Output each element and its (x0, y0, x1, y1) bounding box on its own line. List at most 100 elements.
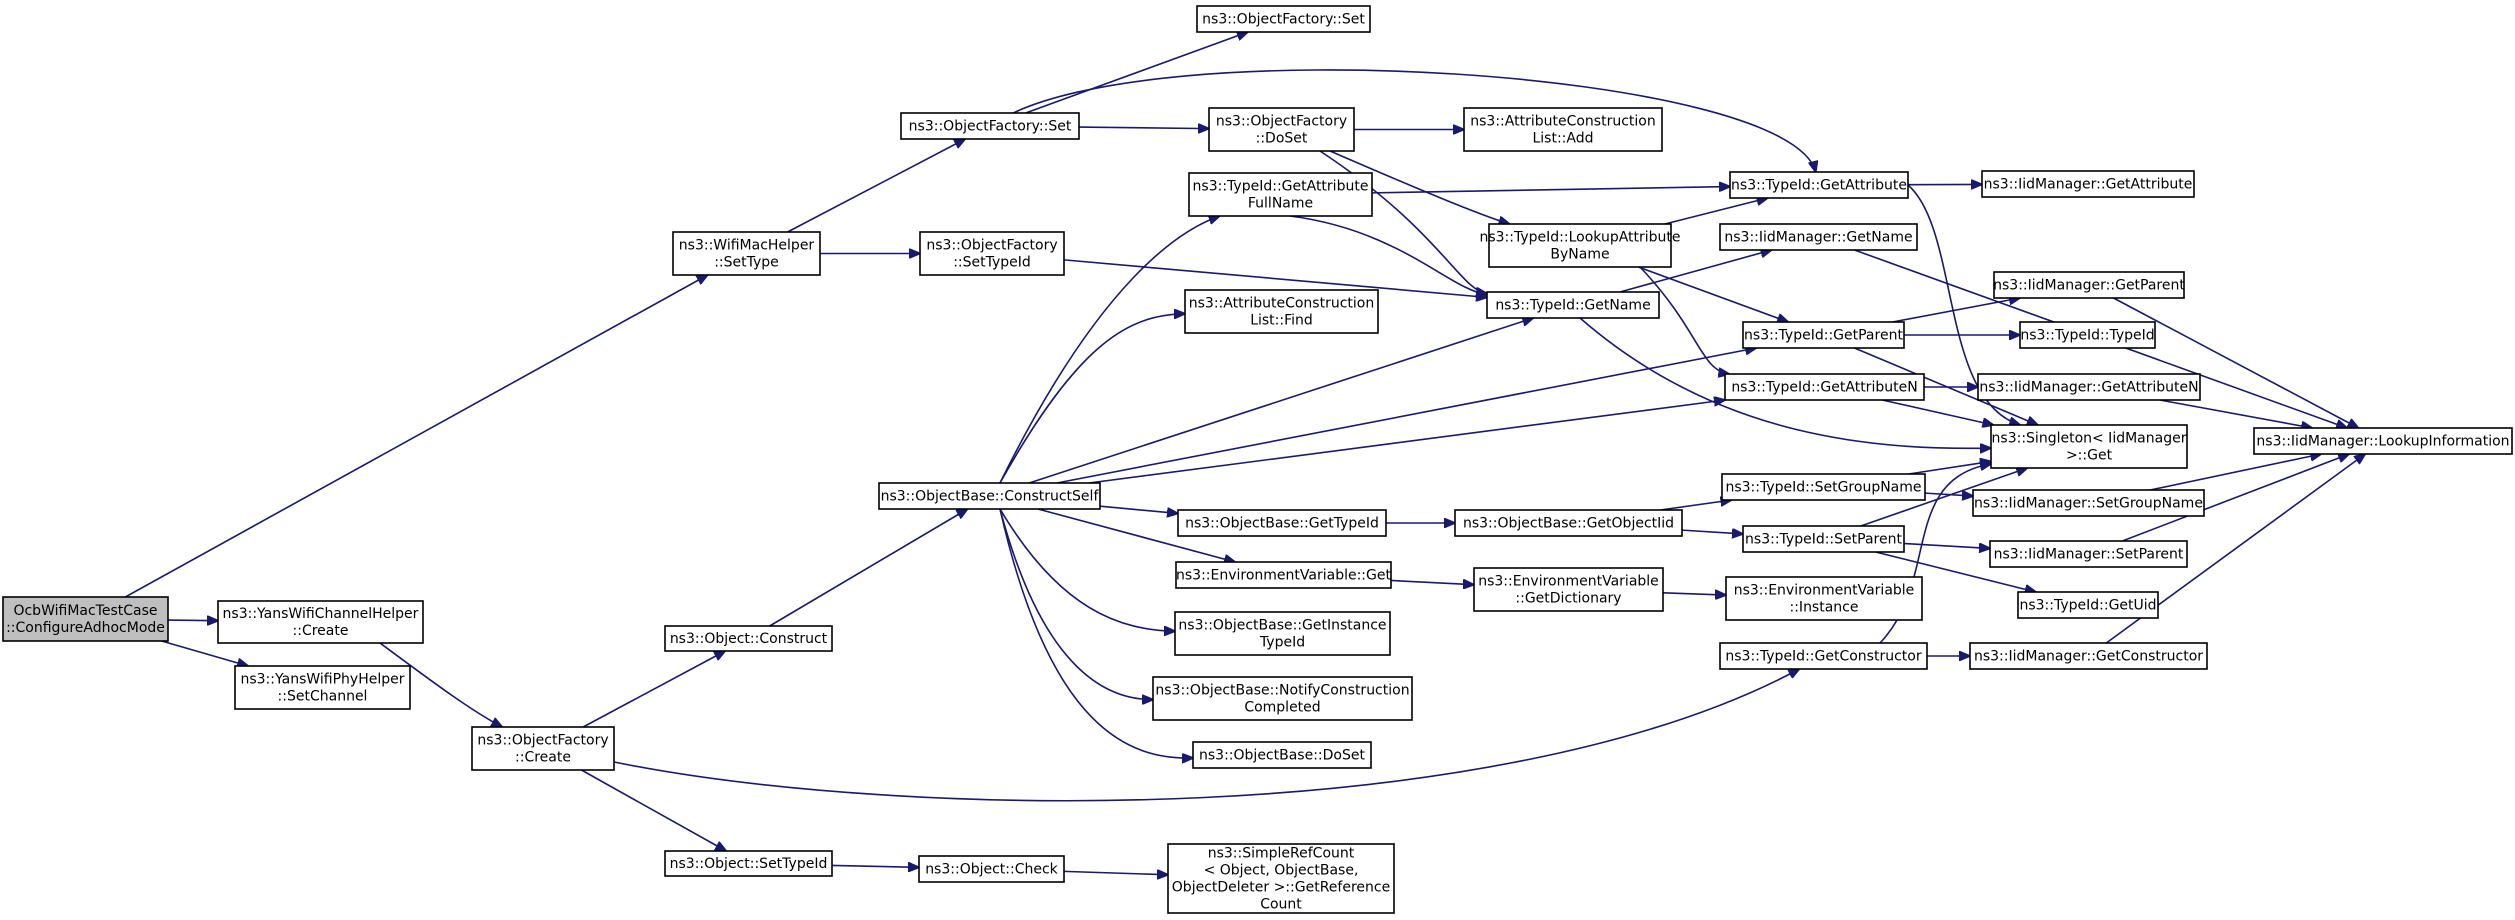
node-label-line: ns3::TypeId::SetGroupName (1725, 480, 1921, 496)
node-label-line: TypeId (1259, 635, 1305, 651)
edge-ob_constructself-to-tid_getparent (1056, 348, 1756, 484)
node-label-line: ns3::IidManager::SetGroupName (1974, 496, 2203, 512)
edge-root-to-ywch_create (167, 620, 218, 621)
edge-tid_getparent-to-iidm_getparent (1892, 298, 2020, 323)
node-iidm-setgroupname[interactable]: ns3::IidManager::SetGroupName (1972, 489, 2205, 517)
node-label-line: ::SetChannel (278, 689, 368, 705)
edge-ob_constructself-to-tid_getname (1028, 318, 1533, 484)
node-box (1729, 171, 1909, 199)
node-src-getrefcount[interactable]: ns3::SimpleRefCount< Object, ObjectBase,… (1167, 843, 1395, 914)
node-label-line: ns3::TypeId::LookupAttribute (1479, 230, 1680, 246)
node-obj-construct[interactable]: ns3::Object::Construct (664, 625, 833, 652)
node-label-line: ns3::IidManager::LookupInformation (2256, 434, 2509, 450)
edge-tid_setparent-to-tid_getuid (1875, 551, 2036, 592)
node-label-line: ::ConfigureAdhocMode (6, 620, 165, 636)
node-label-line: ns3::EnvironmentVariable (1478, 574, 1659, 590)
edge-root-to-ywph_setchannel (161, 640, 248, 666)
edge-of_set-to-of_doset (1078, 127, 1209, 129)
node-label-line: ns3::ObjectBase::GetObjectIid (1463, 516, 1674, 532)
node-tid-setparent[interactable]: ns3::TypeId::SetParent (1742, 525, 1905, 553)
node-label-line: ns3::IidManager::SetParent (1994, 547, 2184, 563)
edge-tid_getattrfullname-to-tid_getattribute (1371, 187, 1730, 194)
node-label-line: ns3::Object::SetTypeId (670, 856, 828, 872)
node-iidm-getattributen[interactable]: ns3::IidManager::GetAttributeN (1977, 373, 2201, 401)
node-box (1989, 540, 2188, 568)
node-ywch-create[interactable]: ns3::YansWifiChannelHelper::Create (217, 600, 424, 644)
node-label-line: ns3::ObjectBase::GetInstance (1178, 618, 1386, 634)
node-iidm-lookupinformation[interactable]: ns3::IidManager::LookupInformation (2253, 427, 2513, 455)
node-iidm-getattribute[interactable]: ns3::IidManager::GetAttribute (1981, 170, 2195, 198)
node-box (1742, 321, 1905, 349)
node-ob-notifyconstruction[interactable]: ns3::ObjectBase::NotifyConstructionCompl… (1152, 676, 1413, 721)
node-label-line: ns3::IidManager::GetAttributeN (1979, 380, 2198, 396)
edge-tid_lookupattrbyname-to-tid_getattributen (1639, 266, 1729, 374)
node-tid-typeid[interactable]: ns3::TypeId::TypeId (2019, 321, 2156, 349)
node-iidm-getparent[interactable]: ns3::IidManager::GetParent (1993, 271, 2185, 299)
node-iidm-getconstructor[interactable]: ns3::IidManager::GetConstructor (1969, 642, 2208, 670)
edge-of_doset-to-tid_lookupattrbyname (1329, 150, 1510, 224)
node-of-create[interactable]: ns3::ObjectFactory::Create (471, 726, 615, 771)
node-iidm-getname[interactable]: ns3::IidManager::GetName (1719, 223, 1918, 251)
node-ev-getdictionary[interactable]: ns3::EnvironmentVariable::GetDictionary (1473, 567, 1664, 612)
node-label-line: ns3::TypeId::GetAttribute (1731, 178, 1907, 194)
node-tid-getparent[interactable]: ns3::TypeId::GetParent (1742, 321, 1905, 349)
node-label-line: ns3::ObjectBase::DoSet (1199, 748, 1365, 764)
node-tid-getuid[interactable]: ns3::TypeId::GetUid (2017, 591, 2159, 619)
node-label-line: Count (1260, 897, 1302, 913)
node-ob-doset[interactable]: ns3::ObjectBase::DoSet (1192, 741, 1372, 769)
node-label-line: Completed (1244, 700, 1320, 716)
node-ob-getobjectiid[interactable]: ns3::ObjectBase::GetObjectIid (1454, 509, 1683, 537)
node-box (1196, 5, 1371, 33)
node-wmh-settype[interactable]: ns3::WifiMacHelper::SetType (672, 231, 821, 276)
node-tid-setgroupname[interactable]: ns3::TypeId::SetGroupName (1721, 473, 1926, 501)
edge-ob_constructself-to-tid_getattrfullname (999, 216, 1220, 484)
node-box (1208, 107, 1355, 152)
node-box (664, 850, 833, 877)
node-of-set[interactable]: ns3::ObjectFactory::Set (900, 112, 1080, 140)
node-label-line: ::SetTypeId (953, 255, 1031, 271)
node-box (1463, 107, 1663, 152)
node-obj-settypeid[interactable]: ns3::Object::SetTypeId (664, 850, 833, 877)
node-ev-instance[interactable]: ns3::EnvironmentVariable::Instance (1725, 576, 1923, 621)
node-tid-getattributen[interactable]: ns3::TypeId::GetAttributeN (1724, 373, 1925, 401)
node-box (1990, 424, 2188, 469)
edge-tid_getattribute-to-singleton_get (1907, 184, 2020, 425)
node-label-line: ns3::TypeId::GetAttribute (1193, 179, 1369, 195)
node-iidm-setparent[interactable]: ns3::IidManager::SetParent (1989, 540, 2188, 568)
node-tid-getattribute[interactable]: ns3::TypeId::GetAttribute (1729, 171, 1909, 199)
node-label-line: ns3::SimpleRefCount (1208, 846, 1355, 862)
node-label-line: ObjectDeleter >::GetReference (1172, 880, 1390, 896)
node-root[interactable]: OcbWifiMacTestCase::ConfigureAdhocMode (2, 596, 169, 642)
node-singleton-get[interactable]: ns3::Singleton< IidManager >::Get (1990, 424, 2188, 469)
node-of-doset[interactable]: ns3::ObjectFactory::DoSet (1208, 107, 1355, 152)
node-ob-gettypeid[interactable]: ns3::ObjectBase::GetTypeId (1177, 509, 1387, 537)
node-tid-getname[interactable]: ns3::TypeId::GetName (1486, 291, 1660, 319)
edge-ob_constructself-to-ob_gettypeid (1099, 505, 1178, 513)
edge-tid_getname-to-iidm_getname (1619, 250, 1772, 293)
node-box (1721, 473, 1926, 501)
node-ev-get[interactable]: ns3::EnvironmentVariable::Get (1175, 561, 1392, 589)
edge-ob_constructself-to-ob_notifyconstruction (999, 508, 1153, 700)
node-box (2, 596, 169, 642)
node-of-settypeid[interactable]: ns3::ObjectFactory::SetTypeId (919, 231, 1065, 276)
node-ywph-setchannel[interactable]: ns3::YansWifiPhyHelper::SetChannel (234, 665, 411, 710)
node-tid-getconstructor[interactable]: ns3::TypeId::GetConstructor (1719, 642, 1928, 670)
node-label-line: ns3::ObjectFactory::Set (909, 119, 1072, 135)
node-label-line: ns3::TypeId::GetConstructor (1725, 649, 1921, 665)
node-obj-check[interactable]: ns3::Object::Check (918, 855, 1065, 883)
node-label-line: ns3::TypeId::SetParent (1745, 532, 1902, 548)
node-box (1719, 223, 1918, 251)
node-of-set-top[interactable]: ns3::ObjectFactory::Set (1196, 5, 1371, 33)
node-label-line: ns3::TypeId::GetUid (2019, 598, 2156, 614)
node-label-line: ::Create (293, 623, 349, 639)
node-box (1152, 676, 1413, 721)
node-ob-constructself[interactable]: ns3::ObjectBase::ConstructSelf (878, 482, 1101, 510)
edge-ev_getdictionary-to-ev_instance (1662, 593, 1726, 595)
node-label-line: ns3::TypeId::TypeId (2020, 328, 2154, 344)
node-label-line: ns3::IidManager::GetConstructor (1974, 649, 2203, 665)
